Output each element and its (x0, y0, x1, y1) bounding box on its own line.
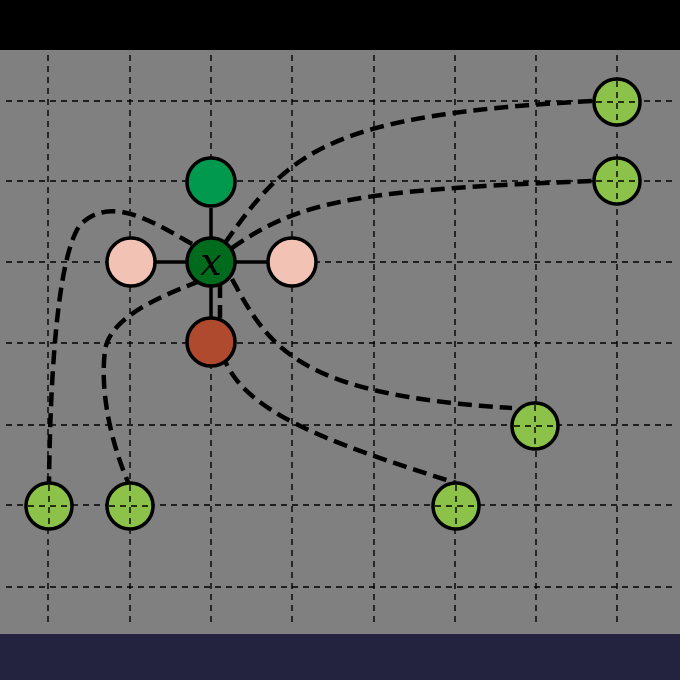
outer-node (510, 401, 560, 451)
bottom-node (185, 316, 237, 368)
outer-node (592, 77, 642, 127)
center-node (185, 236, 237, 288)
nodes: x (105, 156, 318, 368)
outer-node (24, 481, 74, 531)
outer-node (431, 481, 481, 531)
center-node-label: x (200, 240, 221, 284)
edge-to-bottom-left-1 (46, 209, 194, 483)
edge-to-bottom-right (230, 277, 513, 411)
outer-node (592, 156, 642, 206)
outer-nodes (24, 77, 642, 531)
circle-crosshair-icon (510, 401, 560, 451)
top-node (185, 156, 237, 208)
outer-node (105, 481, 155, 531)
circle-crosshair-icon (431, 481, 481, 531)
top-band (0, 0, 680, 50)
edge-to-top-right-2 (230, 178, 593, 250)
right-node (266, 236, 318, 288)
circle-crosshair-icon (105, 481, 155, 531)
bottom-band (0, 634, 680, 680)
left-node (105, 236, 157, 288)
edges (46, 98, 593, 486)
edge-to-bottom-left-2 (101, 278, 201, 483)
circle-crosshair-icon (592, 156, 642, 206)
grid-background (0, 50, 680, 634)
circle-crosshair-icon (24, 481, 74, 531)
circle-crosshair-icon (592, 77, 642, 127)
edge-to-top-right-1 (223, 98, 593, 245)
edge-to-bottom-center (219, 352, 457, 486)
